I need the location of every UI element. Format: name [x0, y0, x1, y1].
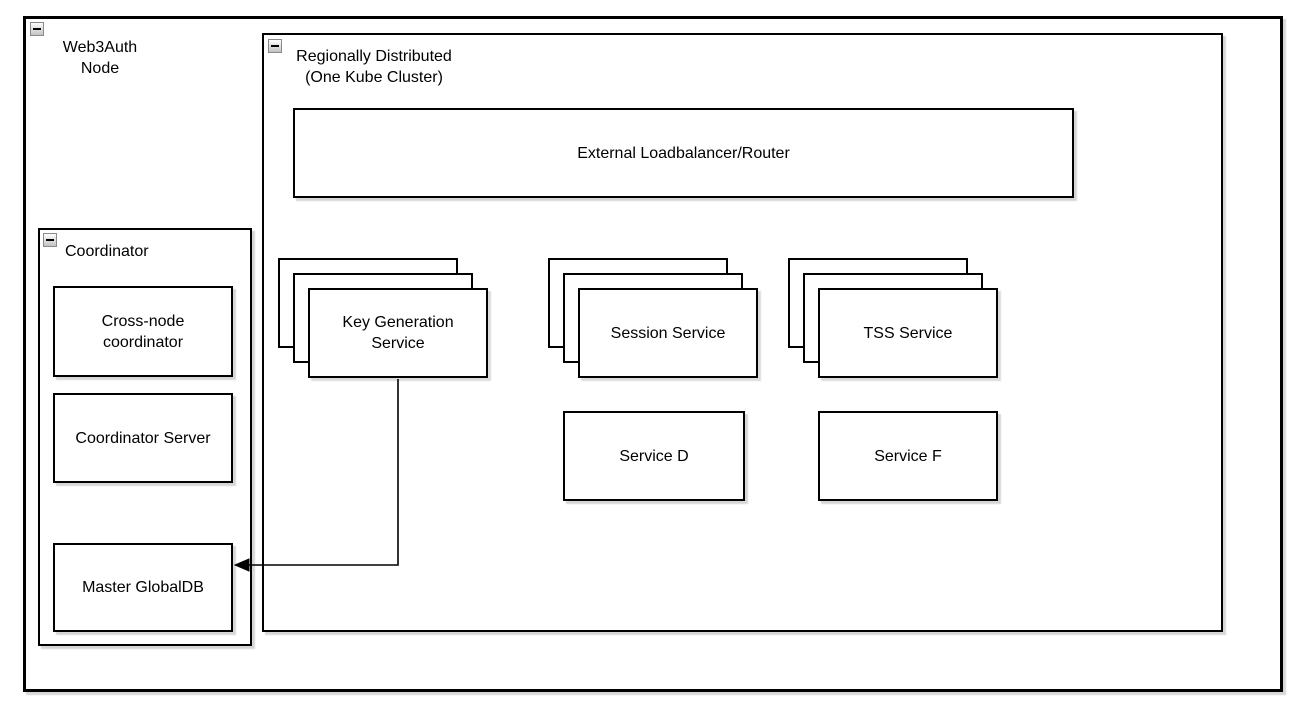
collapse-minus-icon[interactable]: [43, 233, 57, 247]
collapse-minus-icon[interactable]: [30, 22, 44, 36]
cross-node-coordinator-label: Cross-node coordinator: [101, 312, 185, 351]
node-external-loadbalancer[interactable]: External Loadbalancer/Router: [293, 108, 1074, 198]
key-generation-service-label: Key Generation Service: [342, 314, 454, 352]
tss-service-label: TSS Service: [863, 324, 953, 342]
stack-tss-service[interactable]: TSS Service: [788, 258, 1000, 380]
node-cross-node-coordinator[interactable]: Cross-node coordinator: [53, 286, 233, 377]
collapse-minus-icon[interactable]: [268, 39, 282, 53]
coordinator-label: Coordinator: [65, 243, 149, 260]
service-f-label: Service F: [874, 447, 942, 465]
node-session-service[interactable]: Session Service: [578, 288, 758, 378]
web3auth-node-label: Web3Auth Node: [62, 39, 138, 77]
node-master-globaldb[interactable]: Master GlobalDB: [53, 543, 233, 632]
stack-session-service[interactable]: Session Service: [548, 258, 760, 380]
node-key-generation-service[interactable]: Key Generation Service: [308, 288, 488, 378]
node-service-d[interactable]: Service D: [563, 411, 745, 501]
node-tss-service[interactable]: TSS Service: [818, 288, 998, 378]
regionally-distributed-label: Regionally Distributed (One Kube Cluster…: [296, 48, 452, 86]
node-service-f[interactable]: Service F: [818, 411, 998, 501]
session-service-label: Session Service: [610, 324, 726, 342]
node-coordinator-server[interactable]: Coordinator Server: [53, 393, 233, 483]
external-loadbalancer-label: External Loadbalancer/Router: [577, 144, 790, 162]
coordinator-server-label: Coordinator Server: [75, 429, 211, 447]
master-globaldb-label: Master GlobalDB: [82, 579, 204, 596]
service-d-label: Service D: [619, 447, 689, 465]
stack-key-generation-service[interactable]: Key Generation Service: [278, 258, 490, 380]
